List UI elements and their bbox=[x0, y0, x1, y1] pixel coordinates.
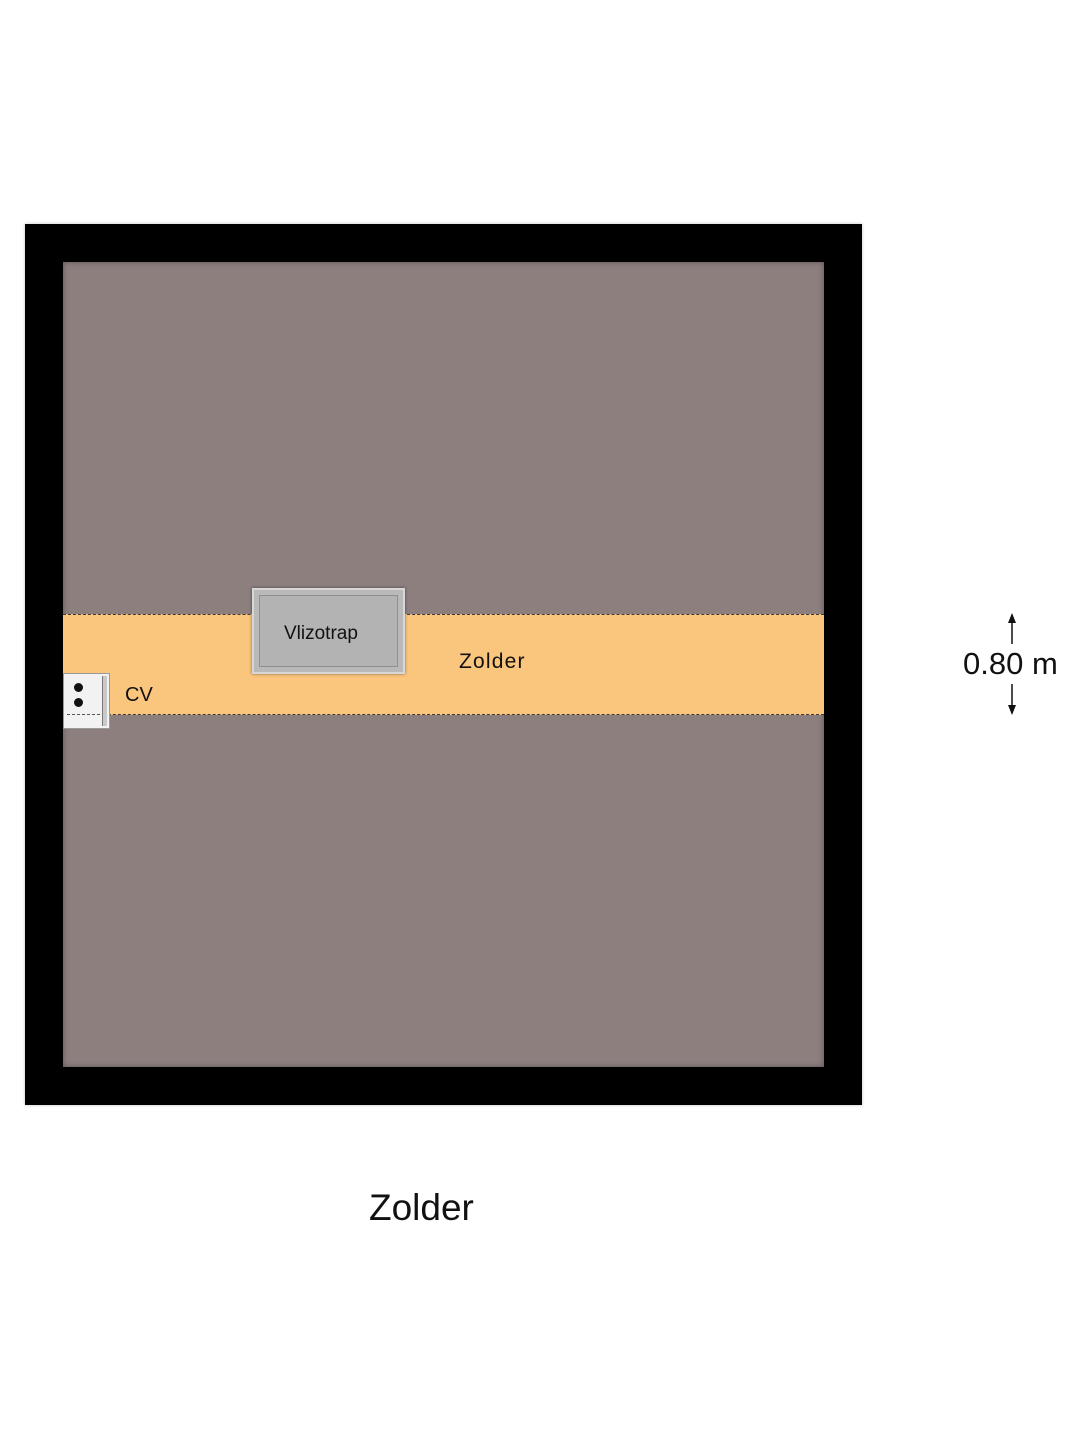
dimension-arrowhead-up bbox=[1008, 613, 1016, 623]
room-label: Zolder bbox=[459, 650, 526, 673]
attic-hatch-label: Vlizotrap bbox=[284, 623, 358, 644]
attic-hatch-inner bbox=[259, 595, 398, 667]
dimension-arrowhead-down bbox=[1008, 705, 1016, 715]
boiler-knob-bottom bbox=[74, 698, 83, 707]
standing-height-zone bbox=[63, 614, 824, 715]
boiler-knob-top bbox=[74, 683, 83, 692]
dimension-arrow-icon bbox=[1008, 613, 1016, 715]
boiler-side-panel bbox=[102, 676, 107, 726]
plan-title: Zolder bbox=[369, 1187, 474, 1228]
dimension-label: 0.80 m bbox=[963, 646, 1058, 681]
boiler-label: CV bbox=[125, 684, 153, 706]
boiler-icon bbox=[63, 673, 110, 729]
attic-hatch bbox=[252, 588, 405, 674]
boiler-dash-line bbox=[67, 714, 105, 715]
